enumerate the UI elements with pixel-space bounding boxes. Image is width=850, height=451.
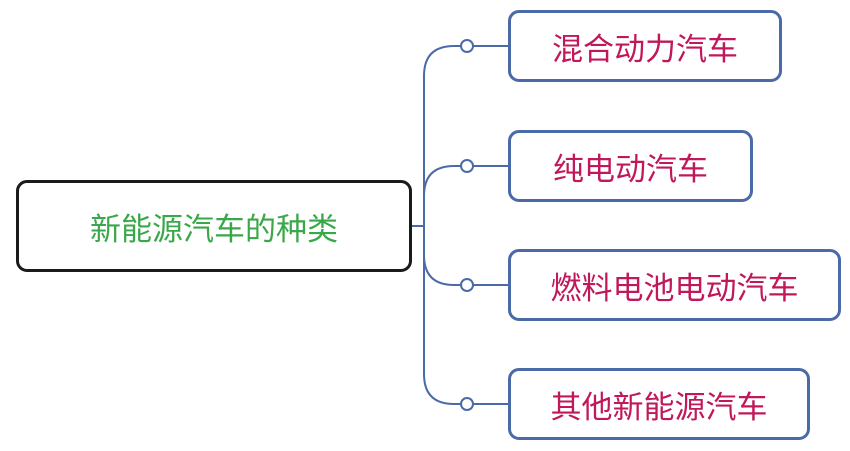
- child-node-label: 燃料电池电动汽车: [550, 270, 799, 307]
- connector-branch-1: [423, 45, 508, 226]
- connector-dot-2: [460, 159, 474, 173]
- root-node[interactable]: 新能源汽车的种类: [16, 180, 412, 272]
- child-node-label: 其他新能源汽车: [550, 389, 768, 426]
- connector-dot-1: [460, 39, 474, 53]
- connector-dot-4: [460, 397, 474, 411]
- connector-branch-2: [423, 165, 508, 226]
- child-node-hybrid[interactable]: 混合动力汽车: [508, 10, 782, 82]
- child-node-fuel-cell[interactable]: 燃料电池电动汽车: [508, 249, 841, 321]
- connector-branch-4: [423, 226, 508, 405]
- child-node-label: 混合动力汽车: [552, 31, 738, 68]
- child-node-battery-electric[interactable]: 纯电动汽车: [508, 130, 753, 202]
- root-node-label: 新能源汽车的种类: [90, 211, 338, 248]
- child-node-other[interactable]: 其他新能源汽车: [508, 368, 810, 440]
- child-node-label: 纯电动汽车: [553, 151, 708, 188]
- connector-dot-3: [460, 278, 474, 292]
- connector-branch-3: [423, 226, 508, 286]
